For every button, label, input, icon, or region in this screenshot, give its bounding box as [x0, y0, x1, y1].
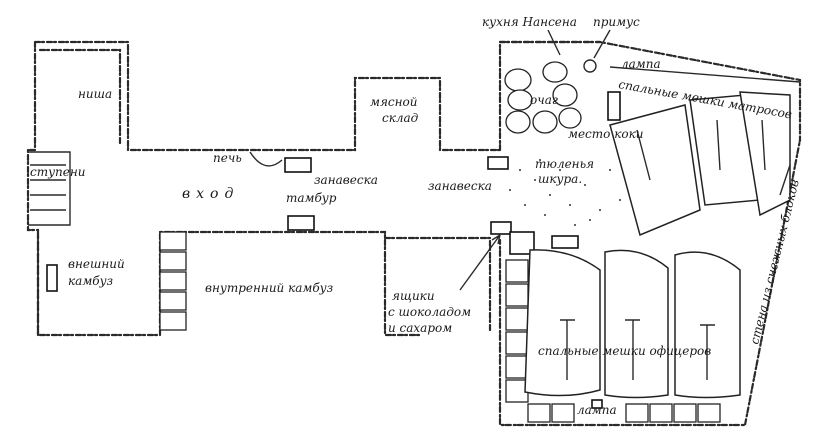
- label-vestibule: тамбур: [286, 191, 337, 205]
- label-officer-bags: спальные мешки офицеров: [538, 344, 711, 358]
- niche-wall: [38, 48, 122, 147]
- label-hearth: очаг: [530, 93, 558, 107]
- label-steps: ступени: [30, 165, 86, 179]
- label-entrance: вход: [182, 186, 239, 202]
- kitchen-arrow: [547, 29, 561, 56]
- label-niche: ниша: [78, 87, 112, 101]
- label-curtain-left: занавеска: [314, 173, 378, 187]
- officer-sleeping-bags: [524, 249, 741, 399]
- right-hut-blocks: [505, 259, 529, 403]
- vestibule-box: [287, 215, 315, 231]
- label-boxes-3: и сахаром: [388, 321, 452, 335]
- label-cook-place: место коки: [568, 127, 643, 141]
- label-inner-galley: внутренний камбуз: [205, 281, 333, 295]
- hearth-stones: [504, 61, 582, 134]
- label-outer-galley-1: внешний: [68, 257, 125, 271]
- snow-wall-arrow: [779, 164, 791, 196]
- label-kitchen: кухня Нансена: [482, 15, 577, 29]
- label-seal-skins-1: тюленья: [535, 157, 594, 171]
- primus-arrow: [593, 29, 611, 59]
- snow-floor-dots: [509, 159, 621, 226]
- steps-structure: [28, 151, 71, 226]
- label-meat-store-1: мясной: [370, 95, 417, 109]
- bottom-blocks: [527, 403, 721, 423]
- outer-wall-bottom: [36, 230, 492, 337]
- cook-place-box: [607, 91, 621, 121]
- right-hut-wall: [498, 40, 802, 427]
- label-outer-galley-2: камбуз: [68, 274, 113, 288]
- label-meat-store-2: склад: [382, 111, 419, 125]
- choco-box-2: [551, 235, 579, 249]
- choco-box-1: [509, 231, 535, 255]
- label-seal-skins-2: шкура.: [538, 172, 582, 186]
- label-primus: примус: [593, 15, 640, 29]
- label-stove: печь: [213, 151, 242, 165]
- lamp-top-line: [609, 66, 801, 83]
- outer-galley-box: [46, 264, 58, 292]
- label-boxes-2: с шоколадом: [388, 305, 471, 319]
- stove-shape: [249, 151, 283, 167]
- label-lamp-bottom: лампа: [577, 403, 617, 417]
- inner-galley-blocks: [159, 231, 187, 331]
- curtain-box-upper: [487, 156, 509, 170]
- label-boxes-1: ящики: [392, 289, 435, 303]
- curtain-box-lower: [490, 221, 512, 235]
- sailor-sleeping-bags: [609, 91, 791, 237]
- label-lamp-top: лампа: [621, 57, 661, 71]
- primus-icon: [583, 59, 597, 73]
- stove-box: [284, 157, 312, 173]
- boxes-arrowhead: [491, 234, 501, 245]
- lamp-bottom-box: [591, 399, 603, 409]
- boxes-arrow: [459, 234, 501, 291]
- label-curtain-right: занавеска: [428, 179, 492, 193]
